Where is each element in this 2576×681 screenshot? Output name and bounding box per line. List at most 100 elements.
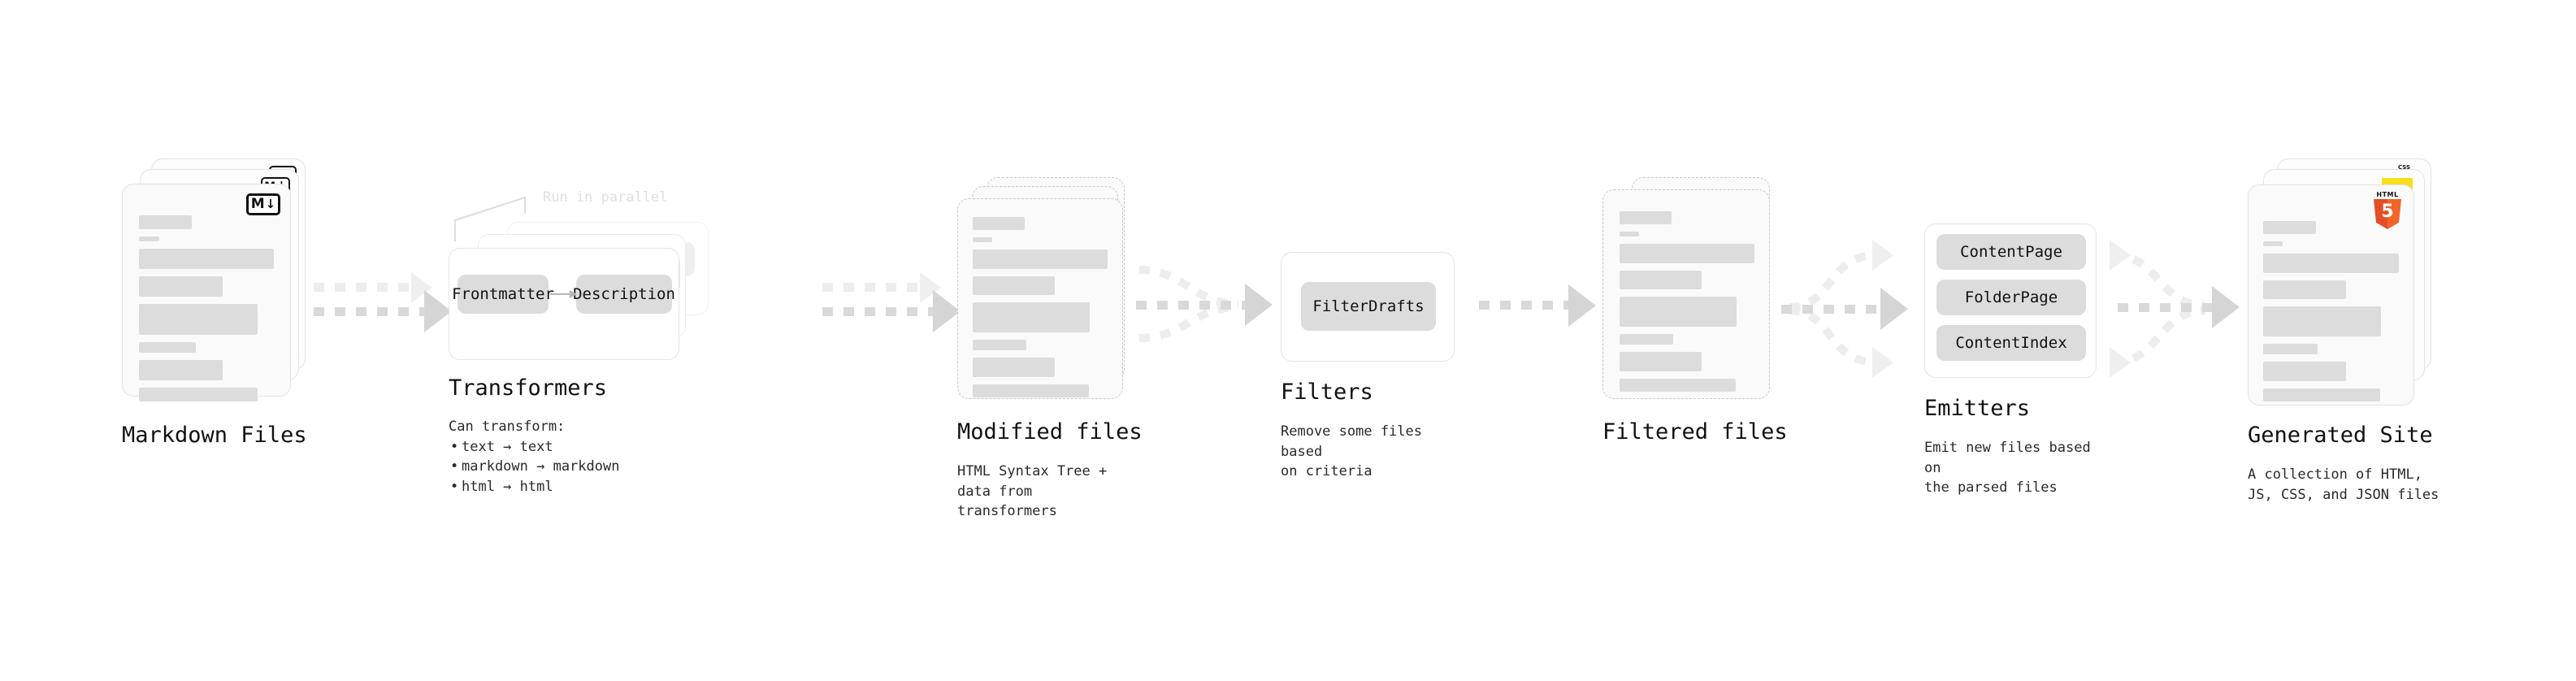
transformers-description: Can transform: text → text markdown → ma… <box>449 417 619 497</box>
connector-arrowhead <box>2212 286 2240 328</box>
connector-modified-to-filters <box>1136 252 1286 366</box>
filtered-card-front <box>1602 189 1770 399</box>
connector-markdown-to-transformers <box>314 268 464 358</box>
stage-filters: FilterDrafts Filters Remove some files b… <box>1281 252 1455 479</box>
skeleton-bar <box>139 388 258 401</box>
connector-arrowhead <box>424 290 452 332</box>
skeleton-bar <box>2263 306 2382 336</box>
skeleton-bar <box>973 358 1056 377</box>
skeleton-bar <box>139 249 274 269</box>
connector-arrowhead-faint <box>1872 240 1893 271</box>
stage-subtitle-emitters: Emit new files based on the parsed files <box>1924 440 2091 497</box>
skeleton-bar <box>139 276 223 297</box>
skeleton-bar <box>973 340 1027 350</box>
stage-title-modified-files: Modified files <box>957 419 1143 445</box>
site-card-front: HTML 5 <box>2248 184 2414 406</box>
stage-title-filters: Filters <box>1281 380 1373 405</box>
connector-arrowhead <box>1245 284 1273 326</box>
html5-digit: 5 <box>2381 202 2394 222</box>
stage-title-transformers: Transformers <box>449 375 608 401</box>
stage-title-generated-site: Generated Site <box>2248 423 2433 448</box>
html5-badge-icon: HTML 5 <box>2371 192 2404 229</box>
connector-arrowhead <box>1880 288 1908 330</box>
skeleton-bar <box>139 304 258 335</box>
connector-dash <box>1479 301 1576 310</box>
skeleton-sub-bar <box>973 237 992 242</box>
connector-dash <box>314 307 431 316</box>
css-wordmark: CSS <box>2397 164 2411 171</box>
filter-pill-filterdrafts[interactable]: FilterDrafts <box>1301 282 1436 331</box>
skeleton-sub-bar <box>2263 241 2283 246</box>
stage-title-emitters: Emitters <box>1924 396 2031 421</box>
skeleton-title-bar <box>1620 211 1672 224</box>
connector-arrowhead-faint <box>1872 347 1893 378</box>
connector-filtered-to-emitters <box>1781 236 1928 382</box>
pill-label: FilterDrafts <box>1312 297 1425 315</box>
modified-card-stack <box>957 177 1140 421</box>
skeleton-bar <box>2263 344 2318 354</box>
skeleton-bar <box>1620 297 1737 327</box>
pill-label: ContentIndex <box>1955 334 2067 352</box>
connector-emitters-to-site <box>2110 236 2256 382</box>
pill-label: FolderPage <box>1964 288 2058 306</box>
transformers-sub-head: Can transform: <box>449 419 566 435</box>
markdown-card-stack: M↓ M↓ M↓ <box>122 158 309 410</box>
bullet-item: html → html <box>449 477 619 497</box>
connector-dash-faint <box>822 283 928 292</box>
connector-dash <box>1781 305 1885 314</box>
skeleton-bar <box>2263 280 2346 299</box>
emitter-pill-contentpage[interactable]: ContentPage <box>1936 234 2086 270</box>
skeleton-bar <box>1620 379 1736 392</box>
skeleton-bar <box>973 302 1091 332</box>
skeleton-bar <box>1620 244 1754 263</box>
connector-dash <box>822 307 939 316</box>
skeleton-bar <box>139 342 196 353</box>
markdown-card-front: M↓ <box>122 184 291 401</box>
site-card-skeleton <box>2263 221 2399 409</box>
filters-group-box: FilterDrafts <box>1281 252 1455 362</box>
modified-card-skeleton <box>973 217 1108 405</box>
pill-label: Frontmatter <box>452 285 554 303</box>
stage-subtitle-generated-site: A collection of HTML, JS, CSS, and JSON … <box>2248 466 2439 503</box>
connector-dash <box>1136 301 1250 310</box>
connector-dash-faint <box>314 283 419 292</box>
bullet-item: markdown → markdown <box>449 457 619 477</box>
skeleton-bar <box>139 360 223 380</box>
pill-label: ContentPage <box>1960 243 2062 261</box>
stage-subtitle-modified-files: HTML Syntax Tree + data from transformer… <box>957 463 1108 520</box>
connector-transformers-to-modified <box>822 268 973 358</box>
skeleton-bar <box>2263 362 2346 381</box>
transformer-pill-frontmatter[interactable]: Frontmatter <box>452 275 554 314</box>
skeleton-bar <box>1620 334 1674 345</box>
stage-subtitle-filters: Remove some files based on criteria <box>1281 423 1422 480</box>
pill-label: Description <box>573 285 675 303</box>
parallel-leader-line <box>454 196 526 241</box>
markdown-card-skeleton <box>139 215 274 409</box>
skeleton-bar <box>973 249 1108 269</box>
skeleton-bar <box>973 276 1056 295</box>
skeleton-title-bar <box>139 215 192 229</box>
connector-arrowhead <box>1568 284 1596 327</box>
site-card-stack: CSS HTML 5 <box>2248 158 2443 410</box>
filtered-card-stack <box>1602 177 1785 421</box>
emitter-pill-folderpage[interactable]: FolderPage <box>1936 280 2086 315</box>
markdown-badge-icon: M↓ <box>246 193 280 215</box>
transformer-inner-arrow <box>550 290 577 298</box>
parallel-note-label: Run in parallel <box>543 189 668 206</box>
transformer-pill-description[interactable]: Description <box>573 275 675 314</box>
connector-arrowhead <box>933 290 961 332</box>
skeleton-bar <box>973 384 1089 397</box>
markdown-badge-letter: M <box>250 196 265 212</box>
skeleton-bar <box>1620 271 1702 289</box>
stage-markdown-files: M↓ M↓ M↓ <box>122 158 309 448</box>
skeleton-bar <box>2263 254 2399 273</box>
bullet-item: text → text <box>449 437 619 458</box>
connector-arrowhead-faint <box>2110 240 2131 271</box>
diverging-paths <box>1789 251 1878 367</box>
stage-filtered-files: Filtered files <box>1602 177 1788 445</box>
emitter-pill-contentindex[interactable]: ContentIndex <box>1936 325 2086 361</box>
skeleton-sub-bar <box>1620 232 1639 236</box>
skeleton-sub-bar <box>139 236 159 241</box>
stage-title-markdown-files: Markdown Files <box>122 423 307 448</box>
